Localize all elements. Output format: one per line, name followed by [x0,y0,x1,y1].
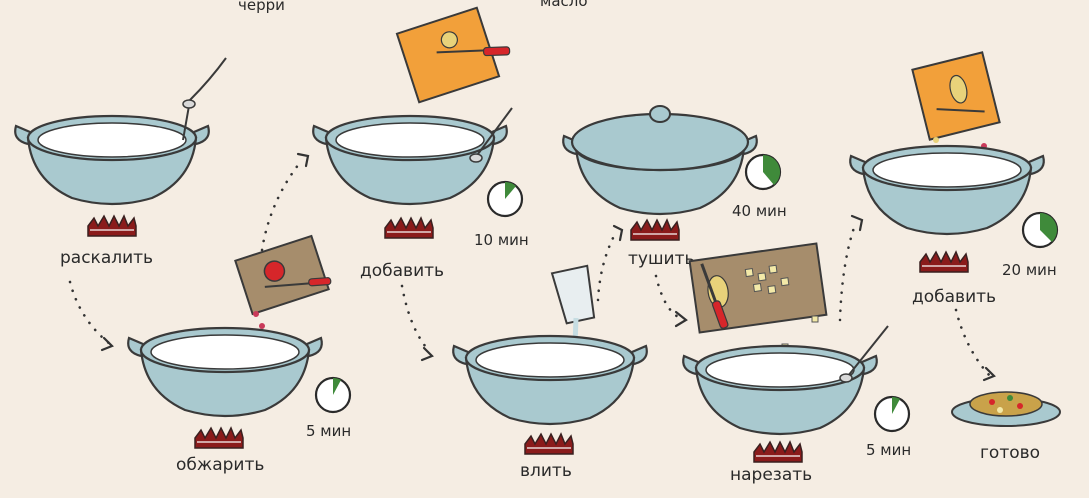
timer-label-7: 20 мин [1002,261,1057,279]
top-label-cherry: черри [238,0,285,14]
wok-bowl-2 [128,328,322,416]
step-label-5: тушить [628,249,695,269]
burner-icon-5 [631,220,679,240]
step-label-1: раскалить [60,248,153,268]
orange-board-icon-2 [912,52,999,139]
step-heat: раскалить [15,58,226,268]
timer-label-3: 10 мин [474,231,529,249]
cutting-board-icon [235,234,333,314]
burner-icon-2 [195,428,243,448]
burner-icon-4 [525,434,573,454]
step-label-8: готово [980,443,1040,463]
burner-icon-3 [385,218,433,238]
burner-icon-1 [88,216,136,236]
timer-label-2: 5 мин [306,422,351,440]
step-stew: 40 мин тушить [563,106,787,269]
orange-board-icon-1 [397,2,517,102]
wok-bowl-6 [683,346,877,434]
step-add-1: 10 мин добавить [313,2,529,281]
step-label-2: обжарить [176,455,264,475]
step-chop: 5 мин нарезать [683,243,911,485]
step-pour: влить [453,266,647,481]
step-label-7: добавить [912,287,996,307]
step-fry: 5 мин обжарить [128,234,351,475]
timer-label-6: 5 мин [866,441,911,459]
top-label-oil: масло [540,0,588,10]
timer-label-5: 40 мин [732,202,787,220]
step-add-2: 20 мин добавить [850,52,1057,307]
wok-bowl-1 [15,116,209,204]
step-label-3: добавить [360,261,444,281]
step-label-4: влить [520,461,572,481]
step-done: готово [952,392,1060,463]
step-label-6: нарезать [730,465,812,485]
wok-bowl-7 [850,146,1044,234]
wok-bowl-4 [453,336,647,424]
glass-icon [552,266,598,324]
burner-icon-6 [754,442,802,462]
burner-icon-7 [920,252,968,272]
